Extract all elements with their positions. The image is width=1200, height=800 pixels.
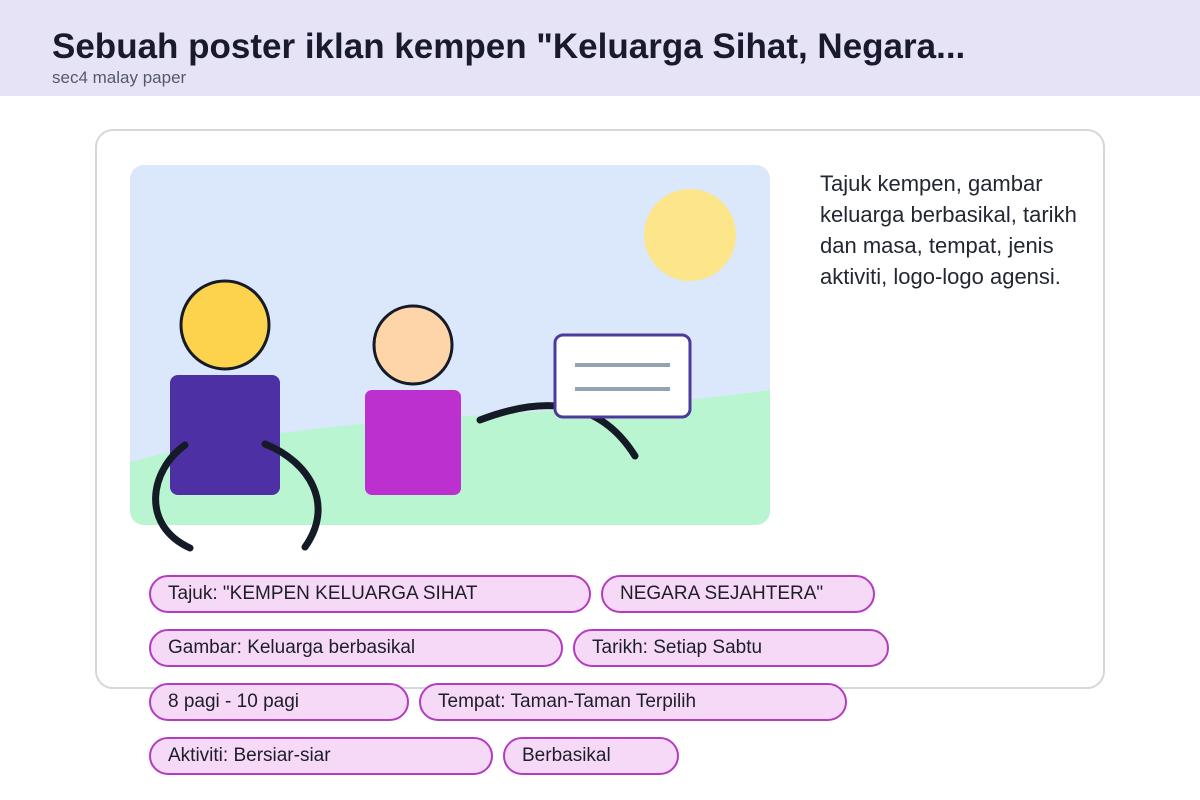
chip-gambar: Gambar: Keluarga berbasikal [149,629,563,667]
adult-left-arm [152,441,194,552]
chip-berbasikal: Berbasikal [503,737,679,775]
adult-head [179,279,271,371]
page-title: Sebuah poster iklan kempen "Keluarga Sih… [52,27,966,66]
sun-icon [644,189,736,281]
adult-body [170,375,280,495]
chip-tempat: Tempat: Taman-Taman Terpilih [419,683,847,721]
child-body [365,390,461,495]
chip-aktiviti: Aktiviti: Bersiar-siar [149,737,493,775]
sign-board [553,333,692,419]
chip-tajuk-continued: NEGARA SEJAHTERA" [601,575,875,613]
page-subtitle: sec4 malay paper [52,68,187,87]
chip-tajuk: Tajuk: "KEMPEN KELUARGA SIHAT [149,575,591,613]
child-head [372,304,454,386]
chip-tarikh: Tarikh: Setiap Sabtu [573,629,889,667]
poster-description: Tajuk kempen, gambar keluarga berbasikal… [820,171,1077,289]
adult-right-arm [261,440,322,551]
chip-masa: 8 pagi - 10 pagi [149,683,409,721]
header-bar: Sebuah poster iklan kempen "Keluarga Sih… [0,0,1200,96]
